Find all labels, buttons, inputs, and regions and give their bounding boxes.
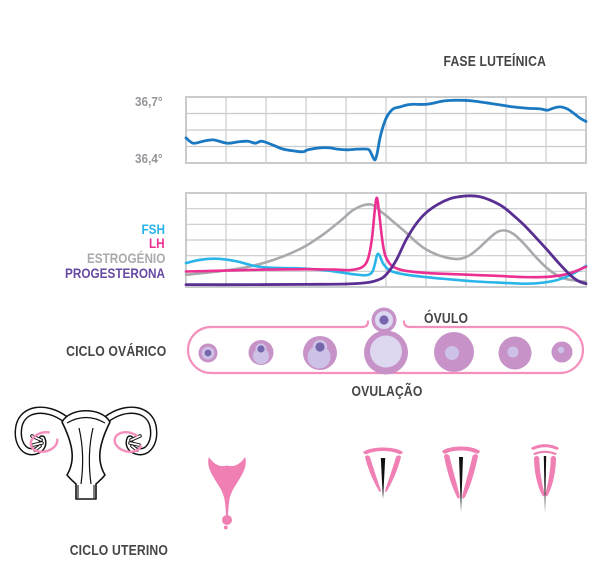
- cervix-lines: [77, 485, 95, 498]
- ovum-graphic: [371, 307, 397, 333]
- follicle-stage-7: [551, 341, 573, 363]
- endometrium-early-icon: [363, 447, 403, 499]
- uterine-cycle-label: CICLO UTERINO: [69, 543, 168, 559]
- endometrium-late-icon: [531, 444, 559, 513]
- endo2-top-band: [442, 446, 480, 454]
- endo1-top-band: [363, 447, 403, 455]
- ovulation-label: OVULAÇÃO: [351, 384, 423, 400]
- temperature-curve-temperatura basal: [184, 98, 588, 162]
- endo3-left-wall: [534, 455, 545, 497]
- endo3-cavity-line: [543, 456, 547, 513]
- uterus-body: [61, 410, 111, 500]
- uterus-illustration: [14, 406, 158, 500]
- follicle-stage-4: [364, 330, 408, 375]
- ovarian-cycle-graphic: [186, 307, 585, 375]
- hormones-curve-lh: [184, 196, 588, 279]
- follicle-stage-3: [303, 336, 337, 370]
- hormones-curve-estrogénio: [184, 202, 588, 284]
- legend-fsh: FSH: [141, 221, 165, 237]
- right-ovary-cycle-arrow: [113, 431, 143, 453]
- endo1-right-wall: [385, 455, 401, 493]
- endometrium-mid-icon: [442, 446, 480, 512]
- blood-drop-small: [223, 525, 228, 530]
- endo1-left-wall: [365, 455, 381, 493]
- temperature-chart: [184, 96, 588, 164]
- ovarian-cycle-label: CICLO OVÁRICO: [65, 344, 166, 360]
- follicle-stage-6: [498, 336, 532, 370]
- endo3-top-band-1: [531, 444, 559, 450]
- left-fimbriae-fill: [32, 442, 43, 446]
- shedding-lining-shape: [208, 457, 246, 512]
- endo2-left-wall: [444, 454, 460, 499]
- right-fimbriae-fill: [130, 435, 141, 441]
- legend-lh: LH: [149, 235, 165, 251]
- follicle-stage-5: [434, 332, 474, 372]
- hormone-chart: [184, 192, 588, 288]
- hormones-curve-fsh: [184, 252, 588, 286]
- left-fallopian-tube-fill: [16, 407, 68, 454]
- endo1-cavity-line: [380, 458, 386, 499]
- endo3-right-wall: [545, 455, 556, 497]
- ovum-label: ÓVULO: [424, 311, 469, 327]
- temp-tick-low: 36,4°: [135, 151, 163, 166]
- cavity-line-right: [88, 427, 94, 485]
- legend-progesterone: PROGESTERONA: [65, 265, 165, 281]
- endo2-right-wall: [462, 454, 478, 499]
- temp-tick-high: 36,7°: [135, 94, 163, 109]
- cavity-line-left: [78, 427, 84, 485]
- temperature-grid: [185, 96, 587, 164]
- menstruation-icon: [208, 457, 246, 530]
- blood-drop: [222, 515, 232, 525]
- hormones-curve-progesterona: [184, 194, 588, 287]
- endo2-cavity-line: [459, 457, 463, 512]
- legend-estrogen: ESTROGÉNIO: [86, 250, 165, 266]
- luteal-phase-label: FASE LUTEÍNICA: [443, 54, 546, 70]
- fundus-inner-line: [66, 416, 106, 424]
- right-fimbriae-fill: [129, 442, 140, 446]
- follicle-stage-1: [198, 343, 218, 363]
- follicle-stage-2: [248, 340, 274, 365]
- endo3-top-band-2: [533, 450, 557, 455]
- right-fallopian-tube-fill: [104, 407, 156, 454]
